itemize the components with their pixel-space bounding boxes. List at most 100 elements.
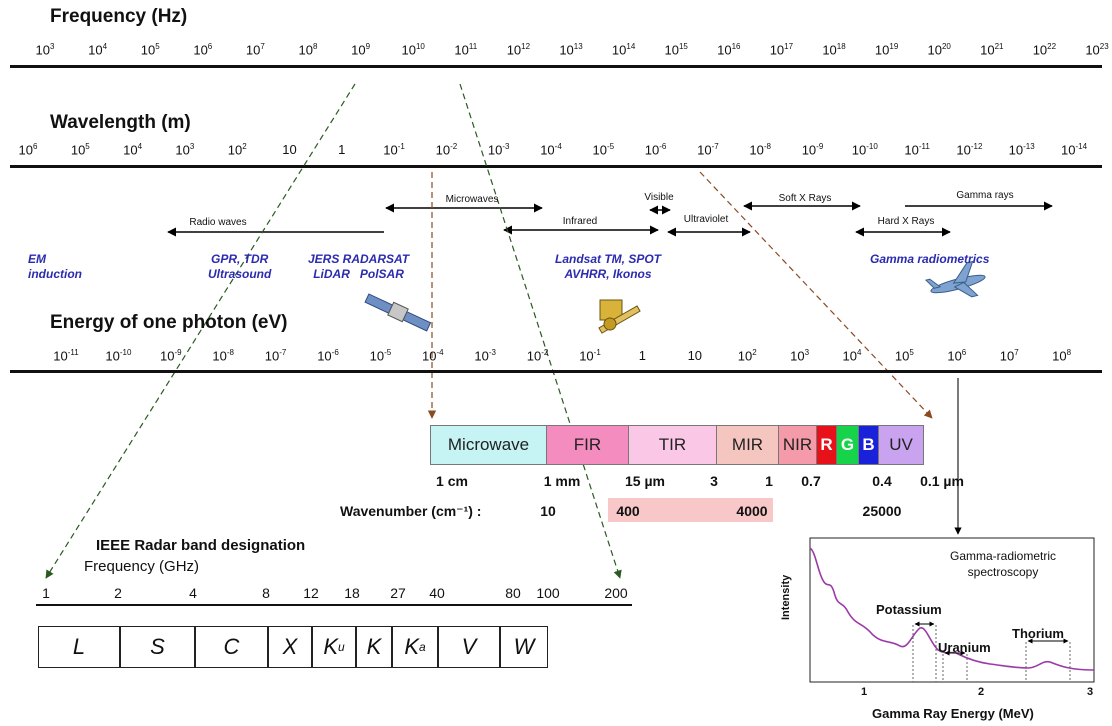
radar-band-c: C [195, 626, 268, 668]
radar-title: IEEE Radar band designation [96, 537, 306, 554]
frequency-tick: 104 [88, 42, 108, 58]
radar-band-l: L [38, 626, 120, 668]
radar-frequency-tick: 8 [262, 585, 270, 601]
wavelength-tick: 10-4 [540, 142, 562, 158]
radar-band-v: V [438, 626, 500, 668]
energy-tick: 10-1 [579, 348, 601, 364]
wavelength-tick: 106 [18, 142, 38, 158]
band-uv: UV [879, 426, 923, 464]
label-radio-waves: Radio waves [189, 217, 247, 228]
wavelength-tick: 10 [282, 142, 297, 157]
gamma-plot-title: Gamma-radiometric spectroscopy [950, 549, 1057, 579]
energy-tick: 103 [790, 348, 810, 364]
frequency-tick: 107 [245, 42, 265, 58]
wavelength-tick: 103 [175, 142, 195, 158]
potassium-label: Potassium [876, 602, 942, 617]
frequency-axis-line [10, 65, 1102, 68]
gamma-xtick: 2 [977, 686, 985, 698]
radar-frequency-tick: 200 [604, 585, 628, 601]
frequency-tick: 106 [193, 42, 213, 58]
sensor-radar-lidar: JERS RADARSAT LiDAR PolSAR [308, 252, 410, 281]
radar-frequency-tick: 1 [42, 585, 50, 601]
radar-frequency-tick: 12 [303, 585, 319, 601]
wavelength-heading: Wavelength (m) [50, 112, 191, 133]
label-gamma-rays: Gamma rays [956, 190, 1014, 201]
band-mir: MIR [717, 426, 779, 464]
band-tir: TIR [629, 426, 717, 464]
band-bar-right-projection [699, 171, 933, 419]
band-wavelength-label: 1 cm [436, 473, 468, 489]
wavelength-tick: 10-6 [644, 142, 667, 158]
radar-high-projection [459, 83, 622, 579]
band-r: R [817, 426, 837, 464]
energy-tick: 107 [999, 348, 1019, 364]
wavenumber-label: Wavenumber (cm⁻¹) : [340, 503, 482, 519]
energy-tick: 1 [638, 348, 647, 363]
label-soft-xrays: Soft X Rays [778, 193, 832, 204]
frequency-tick: 105 [140, 42, 160, 58]
gamma-spectroscopy-plot [809, 537, 1095, 683]
radar-satellite-icon [364, 293, 432, 332]
label-visible: Visible [644, 192, 674, 203]
energy-tick: 10-10 [105, 348, 132, 364]
energy-tick: 10-4 [422, 348, 444, 364]
energy-tick: 10-8 [212, 348, 234, 364]
frequency-tick: 103 [35, 42, 55, 58]
wavelength-tick: 1 [338, 142, 346, 157]
wavelength-tick: 104 [123, 142, 143, 158]
wavelength-tick: 10-8 [749, 142, 771, 158]
wavelength-tick: 10-9 [801, 142, 824, 158]
wavelength-axis-line [10, 165, 1102, 168]
uranium-label: Uranium [938, 640, 991, 655]
gamma-plot-ylabel: Intensity [780, 574, 792, 620]
radar-frequency-tick: 40 [429, 585, 445, 601]
wavenumber-value: 400 [616, 503, 640, 519]
label-ultraviolet: Ultraviolet [683, 214, 729, 225]
radar-low-projection [45, 83, 356, 579]
wavelength-tick: 10-12 [956, 142, 983, 158]
radar-frequency-tick: 4 [189, 585, 197, 601]
frequency-tick: 109 [351, 42, 371, 58]
wavelength-tick: 10-3 [487, 142, 510, 158]
band-wavelength-label: 1 mm [543, 473, 581, 489]
band-wavelength-label: 15 µm [625, 473, 665, 489]
gamma-plot-xlabel: Gamma Ray Energy (MeV) [872, 706, 1034, 721]
frequency-tick: 1021 [980, 42, 1004, 58]
radar-frequency-tick: 100 [536, 585, 560, 601]
wavenumber-value: 4000 [736, 503, 768, 519]
frequency-tick: 1012 [506, 42, 531, 58]
radar-frequency-tick: 2 [114, 585, 122, 601]
energy-axis-line [10, 370, 1102, 373]
energy-heading: Energy of one photon (eV) [50, 312, 288, 333]
band-nir: NIR [779, 426, 817, 464]
energy-tick: 106 [947, 348, 967, 364]
wavenumber-value: 25000 [862, 503, 902, 519]
gamma-xtick: 1 [860, 686, 868, 698]
radar-frequency-tick: 80 [505, 585, 521, 601]
gamma-xtick: 3 [1086, 686, 1094, 698]
radar-frequency-tick: 27 [390, 585, 406, 601]
wavenumber-highlight [608, 498, 773, 522]
frequency-tick: 1023 [1085, 42, 1109, 58]
gamma-spectrum-curve [809, 547, 1095, 671]
energy-tick: 10-5 [369, 348, 392, 364]
energy-tick: 104 [842, 348, 862, 364]
wavelength-tick: 10-14 [1060, 142, 1088, 158]
wavelength-tick: 10-1 [383, 142, 405, 158]
frequency-tick: 1014 [611, 42, 636, 58]
frequency-tick: 1016 [717, 42, 741, 58]
radar-frequency-tick: 18 [344, 585, 360, 601]
frequency-tick: 1018 [822, 42, 846, 58]
wavelength-tick: 10-5 [592, 142, 615, 158]
frequency-heading: Frequency (Hz) [50, 6, 188, 27]
label-microwaves: Microwaves [445, 194, 499, 205]
energy-tick: 10-7 [264, 348, 287, 364]
radar-band-k: K [356, 626, 392, 668]
radar-band-w: W [500, 626, 548, 668]
frequency-tick: 1020 [927, 42, 951, 58]
band-wavelength-label: 0.1 µm [920, 473, 964, 489]
optical-satellite-icon [598, 299, 641, 334]
